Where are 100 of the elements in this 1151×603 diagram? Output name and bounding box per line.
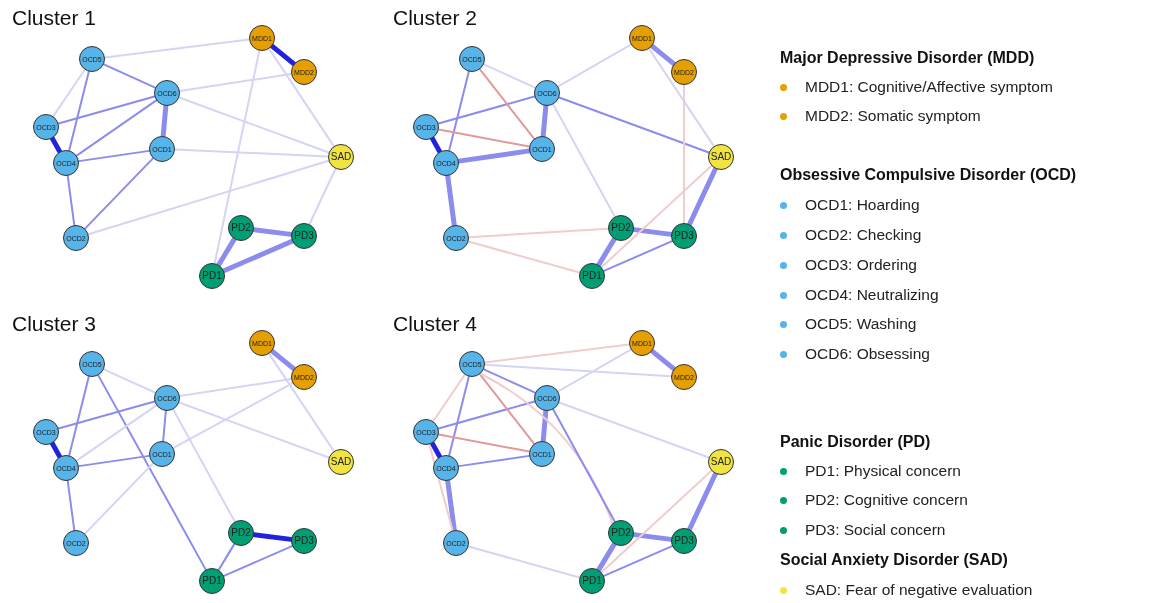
legend-text: OCD6: Obsessing: [805, 344, 930, 364]
legend-text: MDD2: Somatic symptom: [805, 106, 981, 126]
legend-text: OCD5: Washing: [805, 314, 917, 334]
network-edge: [602, 545, 674, 577]
network-edge: [558, 401, 710, 459]
network-edge: [552, 408, 616, 523]
network-edge: [77, 149, 151, 163]
network-edge: [172, 408, 236, 523]
network-edge: [467, 240, 581, 274]
legend-text: MDD1: Cognitive/Affective symptom: [805, 77, 1053, 97]
network-edge: [57, 95, 156, 125]
network-edge: [468, 227, 609, 239]
network-edge: [557, 43, 632, 88]
network-edge: [251, 227, 294, 237]
network-edge: [49, 440, 63, 460]
network-edge: [57, 400, 156, 430]
network-edge: [75, 99, 158, 157]
network-edge: [84, 157, 154, 230]
network-edge: [251, 532, 294, 542]
network-edge: [445, 478, 457, 533]
network-edge: [479, 68, 535, 140]
legend-heading: Major Depressive Disorder (MDD): [780, 48, 1035, 68]
symptom-node: SAD: [708, 144, 734, 170]
network-edge: [68, 375, 90, 457]
network-edge: [49, 135, 63, 155]
network-edge: [172, 382, 294, 449]
network-edge: [221, 238, 295, 274]
network-edge: [75, 404, 158, 462]
network-edge: [178, 96, 330, 154]
network-edge: [437, 128, 531, 148]
symptom-node: PD1: [579, 568, 605, 594]
network-edge: [557, 348, 632, 393]
symptom-node: PD1: [199, 263, 225, 289]
network-edge: [596, 541, 617, 573]
symptom-node: PD2: [608, 520, 634, 546]
symptom-node: SAD: [328, 449, 354, 475]
network-edge: [479, 372, 614, 525]
panel-title: Cluster 1: [12, 6, 97, 30]
legend-text: PD2: Cognitive concern: [805, 490, 968, 510]
legend-text: PD1: Physical concern: [805, 461, 961, 481]
network-edge: [540, 103, 549, 139]
network-edge: [308, 167, 337, 226]
network-edge: [87, 159, 330, 236]
network-edge: [178, 72, 293, 93]
network-edge: [68, 70, 90, 152]
symptom-node: PD2: [228, 215, 254, 241]
network-edge: [484, 363, 672, 378]
network-edge: [437, 433, 531, 453]
network-edge: [162, 409, 167, 443]
network-edge: [631, 227, 674, 237]
network-edge: [683, 84, 685, 224]
network-edge: [103, 38, 251, 59]
legend-heading: Panic Disorder (PD): [780, 432, 931, 452]
network-edge: [479, 373, 535, 445]
panel-title: Cluster 2: [393, 6, 478, 30]
symptom-node: PD3: [291, 528, 317, 554]
network-edge: [429, 440, 443, 460]
network-edge: [66, 174, 76, 227]
network-edge: [178, 377, 293, 398]
network-edge: [97, 374, 207, 571]
panel-title: Cluster 4: [393, 312, 478, 336]
network-edge: [222, 545, 294, 577]
network-edge: [77, 454, 151, 468]
legend-text: OCD1: Hoarding: [805, 195, 920, 215]
network-edge: [649, 348, 677, 372]
network-edge: [482, 368, 537, 394]
symptom-node: PD3: [671, 528, 697, 554]
network-edge: [600, 164, 713, 269]
symptom-node: PD2: [608, 215, 634, 241]
network-edge: [687, 166, 718, 227]
network-edge: [269, 43, 297, 67]
network-edge: [102, 368, 157, 394]
network-edge: [216, 236, 237, 268]
legend-text: SAD: Fear of negative evaluation: [805, 580, 1033, 600]
network-edge: [52, 68, 86, 118]
network-edge: [437, 95, 536, 125]
network-edge: [174, 148, 329, 158]
network-edge: [429, 135, 443, 155]
symptom-node: PD3: [291, 223, 317, 249]
network-edge: [631, 532, 674, 542]
network-edge: [457, 454, 531, 468]
network-edge: [602, 240, 674, 272]
network-edge: [483, 343, 631, 364]
legend-text: PD3: Social concern: [805, 520, 946, 540]
network-edge: [552, 103, 616, 218]
network-edge: [437, 400, 536, 430]
legend-text: OCD4: Neutralizing: [805, 285, 939, 305]
network-edge: [66, 479, 76, 532]
network-edge: [269, 348, 297, 372]
network-edge: [600, 469, 713, 574]
symptom-node: SAD: [328, 144, 354, 170]
panel-title: Cluster 3: [12, 312, 97, 336]
network-edge: [448, 375, 470, 457]
symptom-node: PD1: [579, 263, 605, 289]
network-edge: [84, 462, 154, 535]
network-edge: [448, 70, 470, 152]
network-edge: [687, 471, 718, 532]
network-edge: [268, 47, 335, 148]
symptom-node: PD2: [228, 520, 254, 546]
legend-text: OCD3: Ordering: [805, 255, 917, 275]
